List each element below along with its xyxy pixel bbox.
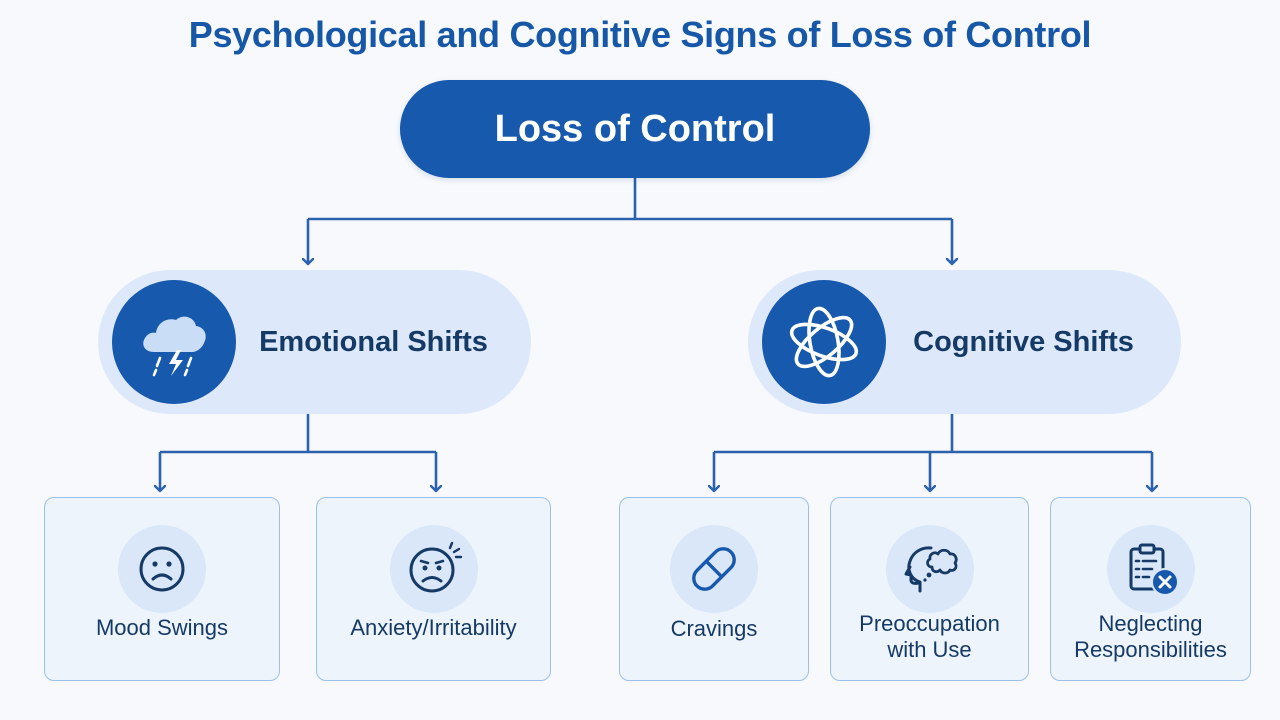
sign-label-line: Neglecting (1098, 611, 1203, 636)
root-node: Loss of Control (400, 80, 870, 178)
sign-label: Neglecting Responsibilities (1051, 611, 1250, 663)
sign-label-line: with Use (887, 637, 972, 662)
tangled-knot-icon (762, 280, 886, 404)
category-label: Emotional Shifts (259, 325, 488, 358)
diagram-title: Psychological and Cognitive Signs of Los… (188, 14, 1092, 55)
sign-card-preoccupation-with-use: Preoccupation with Use (830, 497, 1029, 681)
clipboard-x-icon (1106, 525, 1195, 613)
sign-label-line: Responsibilities (1074, 637, 1227, 662)
sign-card-anxiety-irritability: Anxiety/Irritability (316, 497, 551, 681)
sign-card-cravings: Cravings (619, 497, 809, 681)
category-cognitive-shifts: Cognitive Shifts (748, 270, 1181, 414)
worried-face-icon (389, 525, 478, 613)
pill-icon (670, 525, 758, 613)
sign-card-mood-swings: Mood Swings (44, 497, 280, 681)
sign-card-neglecting-responsibilities: Neglecting Responsibilities (1050, 497, 1251, 681)
sign-label-line: Preoccupation (859, 611, 1000, 636)
category-emotional-shifts: Emotional Shifts (98, 270, 531, 414)
sad-face-icon (118, 525, 206, 613)
root-label: Loss of Control (494, 107, 776, 150)
sign-label: Anxiety/Irritability (350, 615, 517, 640)
sign-label: Cravings (670, 616, 758, 641)
category-label: Cognitive Shifts (913, 325, 1134, 358)
storm-cloud-icon (112, 280, 236, 404)
head-thought-icon (885, 525, 974, 613)
sign-label: Preoccupation with Use (831, 611, 1028, 663)
sign-label: Mood Swings (95, 615, 229, 640)
